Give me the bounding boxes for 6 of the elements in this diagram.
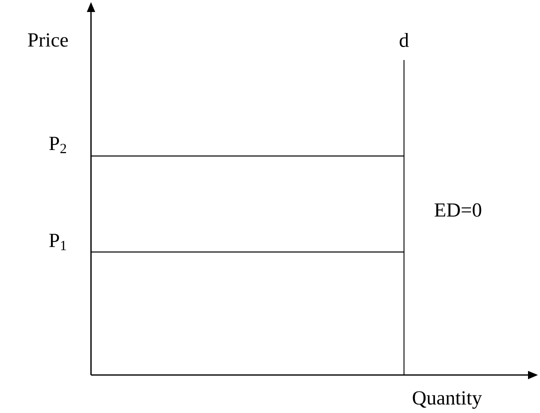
- axis-label: Price: [28, 33, 68, 47]
- curve-label: d: [400, 32, 409, 48]
- axis-label: Quantity: [412, 391, 482, 409]
- elasticity-label: ED=0: [434, 203, 482, 217]
- price-label: P$_{2}$: [49, 136, 66, 154]
- price-label: P$_{1}$: [49, 234, 66, 250]
